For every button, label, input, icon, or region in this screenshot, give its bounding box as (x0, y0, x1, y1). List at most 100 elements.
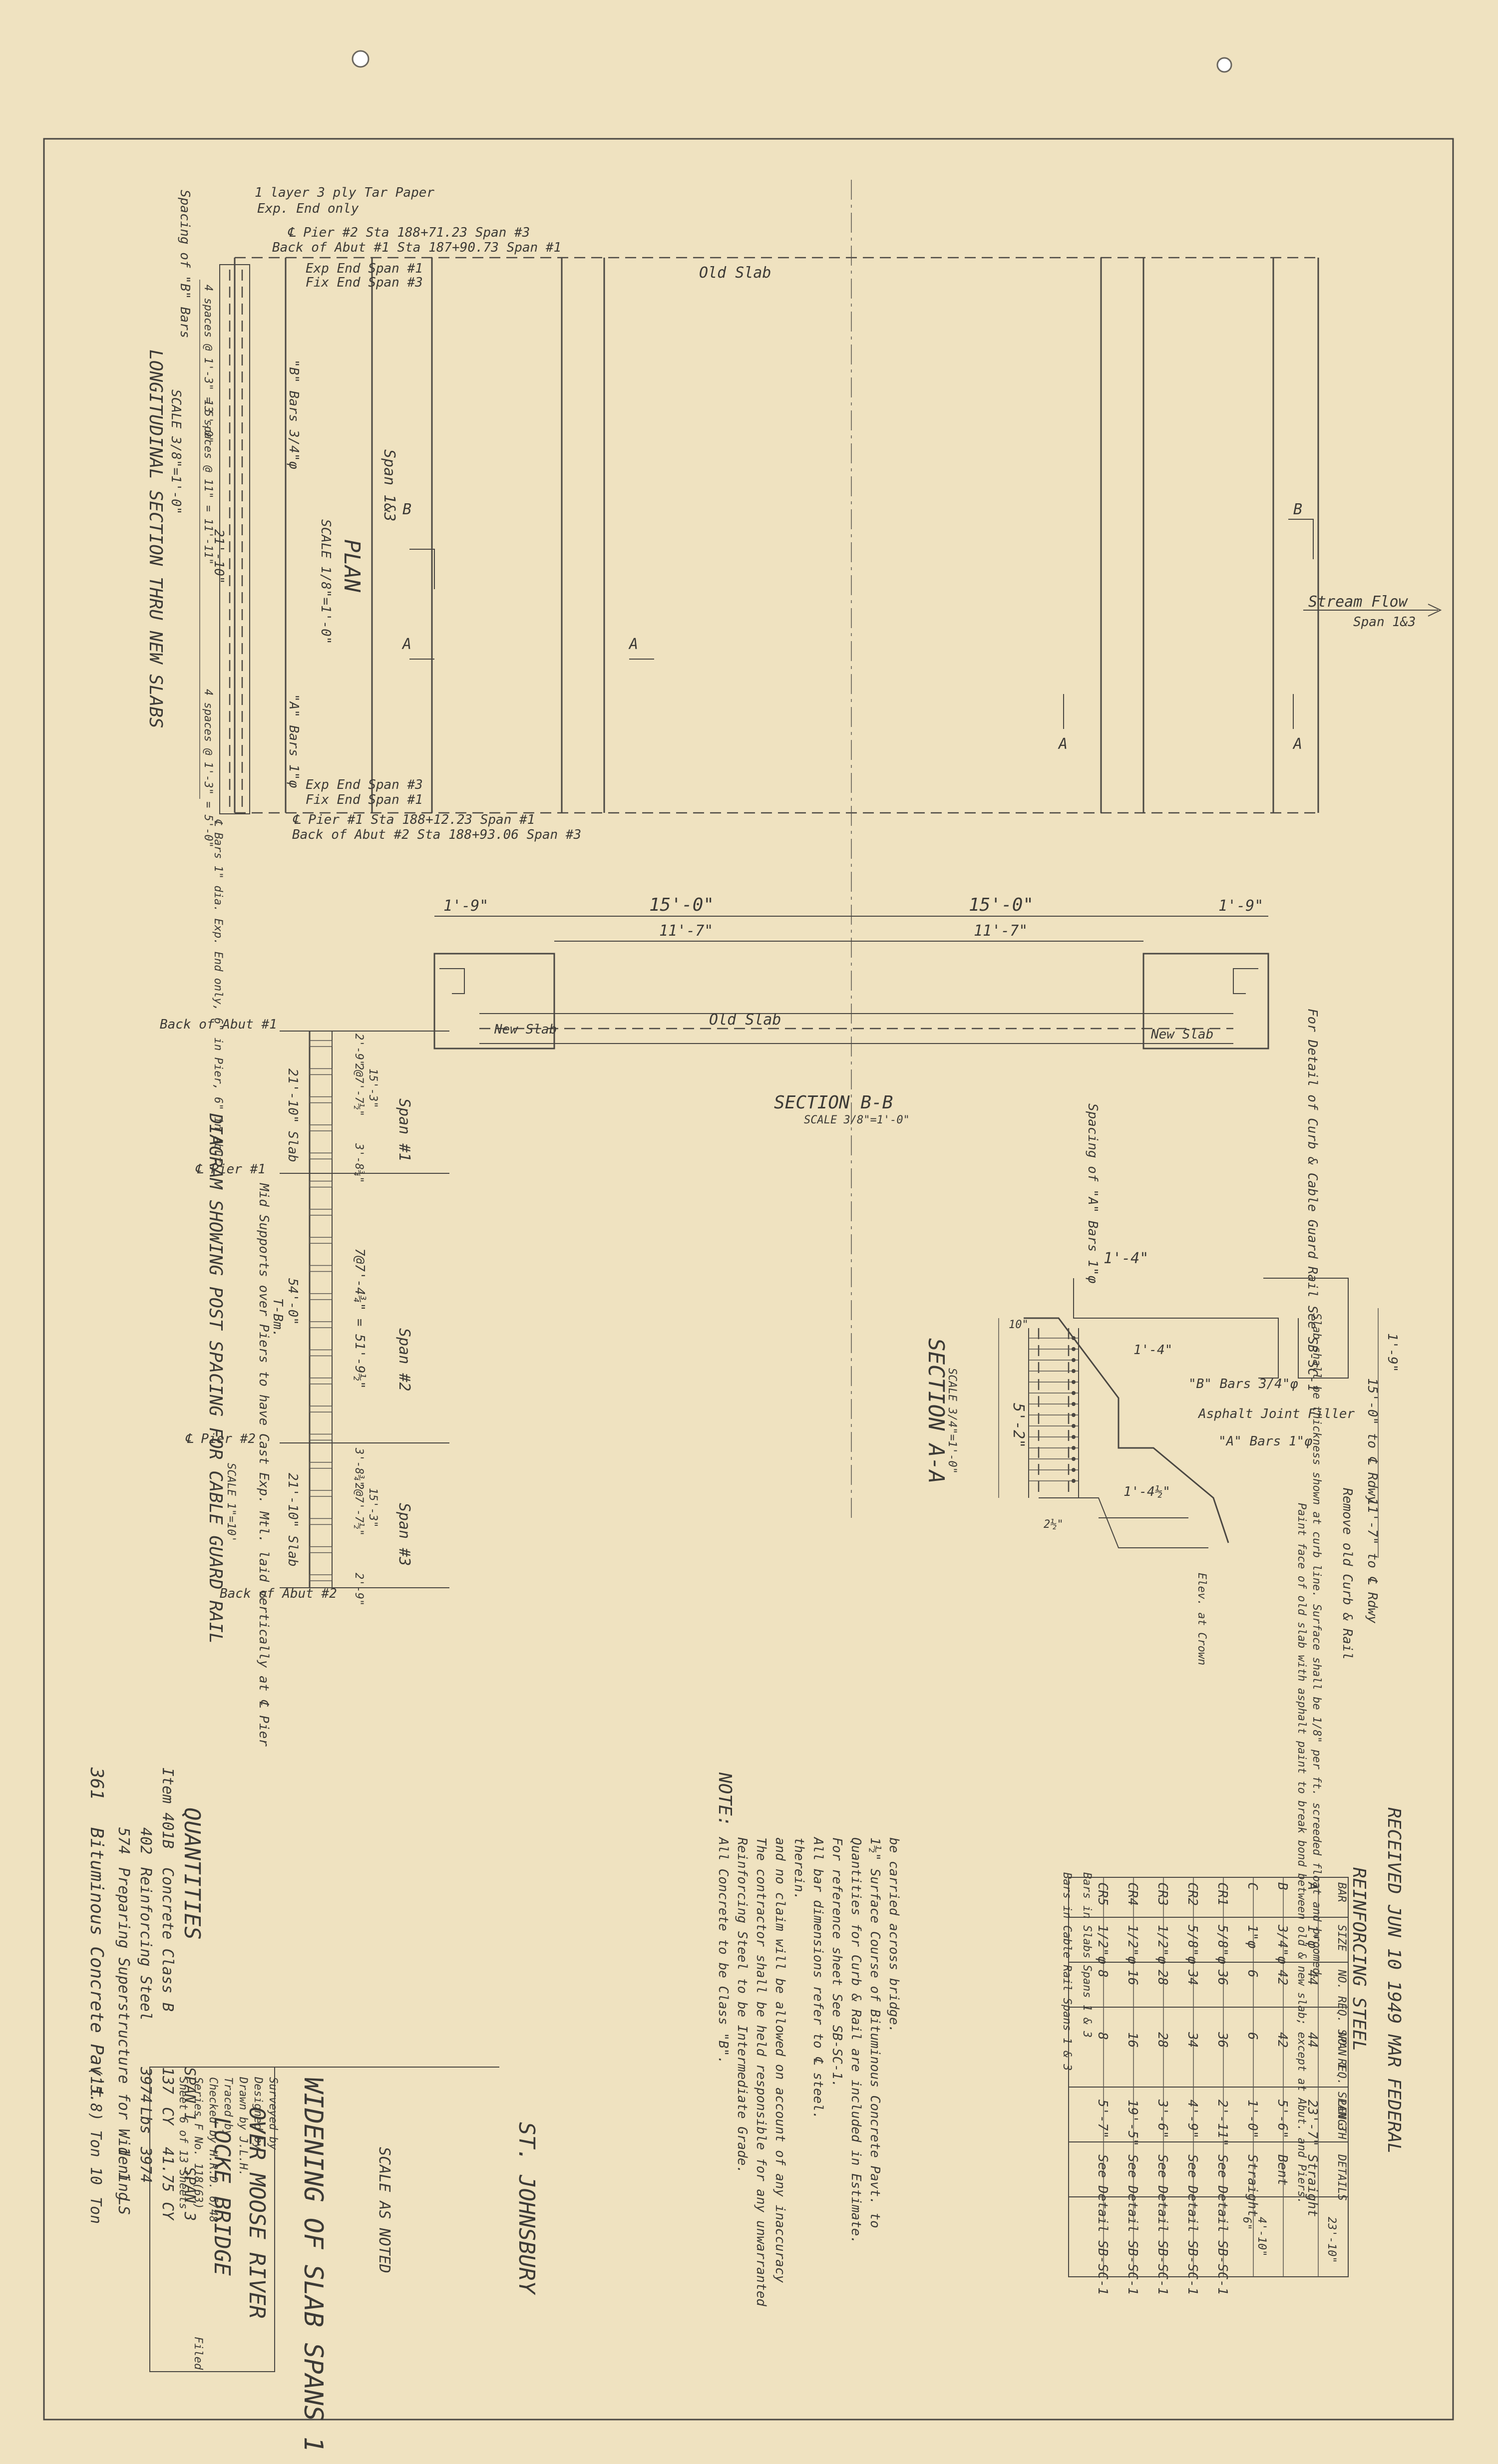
steel-cell: See Detail SB-SC-1 (1215, 2154, 1230, 2295)
steel-cell: 16 (1125, 2032, 1140, 2048)
steel-det-b-side: 6" (1240, 2217, 1253, 2230)
guard-post (309, 1321, 333, 1328)
guard-post (309, 1461, 333, 1469)
steel-cell: 1/2"φ (1155, 1925, 1170, 1964)
received-stamp: RECEIVED JUN 10 1949 MAR FEDERAL (1384, 1807, 1404, 2154)
steel-header-4: LENGTH (1335, 2100, 1348, 2139)
long-section-title: LONGITUDINAL SECTION THRU NEW SLABS (145, 350, 166, 728)
curb-detail-note: For Detail of Curb & Cable Guard Rail Se… (1305, 1009, 1320, 1392)
cut-b-right: B (1293, 501, 1302, 518)
guard-post (309, 1406, 333, 1412)
filed-label: Filed (192, 2337, 204, 2370)
steel-cell: CR5 (1095, 1882, 1110, 1906)
steel-cell: 5'-6" (1275, 2100, 1290, 2138)
notes-heading: NOTE: (715, 1772, 735, 1826)
guard-post (309, 1349, 333, 1357)
series-number: Series F No. 118(63) (192, 2077, 204, 2209)
plan-exp-end-span1: Exp End Span #1 (306, 261, 423, 276)
guard-post (309, 1237, 333, 1244)
steel-cell: Straight (1305, 2154, 1320, 2217)
aa-roadway-15: 15'-0" to ℄ Rdwy (1365, 1378, 1380, 1504)
q-item: 574 (115, 1827, 132, 1854)
post-sp3-b: 2@7'-7½" (353, 1483, 365, 1536)
spaces-segment-2: 13 spaces @ 11" = 11'-11" (202, 399, 214, 565)
steel-cell: 1"φ (1305, 1925, 1320, 1948)
q-b: CY (159, 2107, 176, 2126)
section-aa-title: SECTION A-A (923, 1338, 949, 1483)
post-sp1-b: 2@7'-7½" (353, 1063, 365, 1116)
q-d: CY (159, 2202, 176, 2221)
steel-header-0: BAR (1335, 1882, 1348, 1902)
note-line-5: All bar dimensions refer to ℄ steel. (810, 1836, 825, 2119)
section-bb-scale: SCALE 3/8"=1'-0" (804, 1114, 910, 1126)
post-slab-1: 21'-10" Slab (285, 1068, 300, 1162)
steel-cell: B (1275, 1882, 1290, 1890)
aa-bar-dot (1072, 1435, 1076, 1439)
post-span-1: Span #1 (395, 1098, 413, 1161)
steel-group-slab: Bars in Slabs Spans 1 & 3 (1081, 1872, 1093, 2038)
aa-paint-note: Paint face of old slab with asphalt pain… (1295, 1503, 1308, 2204)
bb-dim-11-left: 11'-7" (659, 922, 713, 940)
post-sp2: 7@7'-4¾" = 51'-9½" (352, 1248, 367, 1389)
steel-cell: 8 (1095, 1970, 1110, 1978)
steel-cell: CR2 (1185, 1882, 1200, 1906)
quantities-row-0: Item 401B Concrete Class B 137 CY 41.75 … (159, 1767, 176, 2221)
steel-cell: See Detail SB-SC-1 (1155, 2154, 1170, 2295)
aa-dim-14b: 1'-4" (1133, 1343, 1172, 1358)
long-section-scale: SCALE 3/8"=1'-0" (168, 389, 183, 514)
q-c: 3974 (137, 2146, 154, 2183)
aa-bar-dot (1072, 1446, 1076, 1450)
title-line-1: WIDENING OF SLAB SPANS 1 & 3 (298, 2077, 328, 2464)
longitudinal-section: 1 layer 3 ply Tar Paper Exp. End only Sp… (145, 185, 434, 1163)
bb-old-slab: Old Slab (709, 1011, 781, 1029)
cut-b-left: B (402, 501, 411, 518)
aa-bar-dot (1072, 1380, 1076, 1384)
guard-post (309, 1518, 333, 1525)
section-bb: 1'-9" 15'-0" 15'-0" 1'-9" 11'-7" 11'-7" … (433, 895, 1320, 1392)
steel-cell: 1/2"φ (1125, 1925, 1140, 1964)
aa-bar-dot (1072, 1413, 1076, 1417)
steel-cell: 42 (1275, 1970, 1290, 1985)
title-line-5: SCALE AS NOTED (375, 2147, 393, 2273)
steel-cell: CR4 (1125, 1882, 1140, 1906)
bb-dim-15-right: 15'-0" (969, 895, 1034, 915)
steel-cell: 3'-6" (1155, 2099, 1170, 2138)
guard-post (309, 1433, 333, 1441)
guard-post (309, 1152, 333, 1160)
plan-span13-label: Span 1&3 (380, 449, 398, 522)
steel-cell: 19'-5" (1125, 2100, 1140, 2146)
aa-dim-10: 10" (1009, 1319, 1029, 1331)
general-notes: NOTE: All Concrete to be Class "B". Rein… (715, 1772, 901, 2307)
steel-cell: 6 (1245, 2032, 1260, 2040)
post-pier-1: ℄ Pier #1 (195, 1162, 266, 1177)
steel-cell: 1/2"φ (1095, 1925, 1110, 1964)
q-desc: Bituminous Concrete Pav't (86, 1827, 107, 2098)
traced-by: Traced by (222, 2077, 234, 2137)
sheet-border (43, 138, 1454, 2421)
post-sp3-a: 3'-8¾" (353, 1447, 365, 1487)
b-bars-callout: "B" Bars 3/4"φ (286, 359, 301, 469)
post-span-3: Span #3 (395, 1503, 413, 1566)
cut-a-left: A (401, 636, 411, 653)
note-line-7: Quantities for Curb & Rail are included … (848, 1837, 863, 2244)
steel-cell: 6 (1245, 1970, 1260, 1978)
spacing-b-bars-label: Spacing of "B" Bars (177, 190, 192, 338)
post-mid-length: 54'-0" (285, 1278, 300, 1325)
aa-roadway-11: 11'-7" to ℄ Rdwy (1365, 1498, 1380, 1624)
q-desc: Preparing Superstructure for Widening (115, 1867, 132, 2201)
aa-dim-52: 5'-2" (1010, 1403, 1027, 1448)
plan-pier1-station: ℄ Pier #1 Sta 188+12.23 Span #1 (292, 812, 535, 827)
designed-by: Designed by (252, 2077, 264, 2150)
post-sp1-d: 3'-8¾" (353, 1143, 365, 1183)
steel-cell: 5/8"φ (1215, 1925, 1230, 1964)
steel-cell: 8 (1095, 2032, 1110, 2040)
bb-dim-right: 1'-9" (1218, 897, 1263, 915)
q-desc: Reinforcing Steel (137, 1867, 154, 2021)
post-slab-3: 21'-10" Slab (285, 1473, 300, 1567)
aa-dim-19: 1'-9" (1385, 1333, 1400, 1372)
guard-post (309, 1040, 333, 1047)
punch-hole-right (1216, 57, 1232, 73)
exp-end-only-label: Exp. End only (257, 201, 359, 216)
steel-cell: 16 (1125, 1970, 1140, 1985)
